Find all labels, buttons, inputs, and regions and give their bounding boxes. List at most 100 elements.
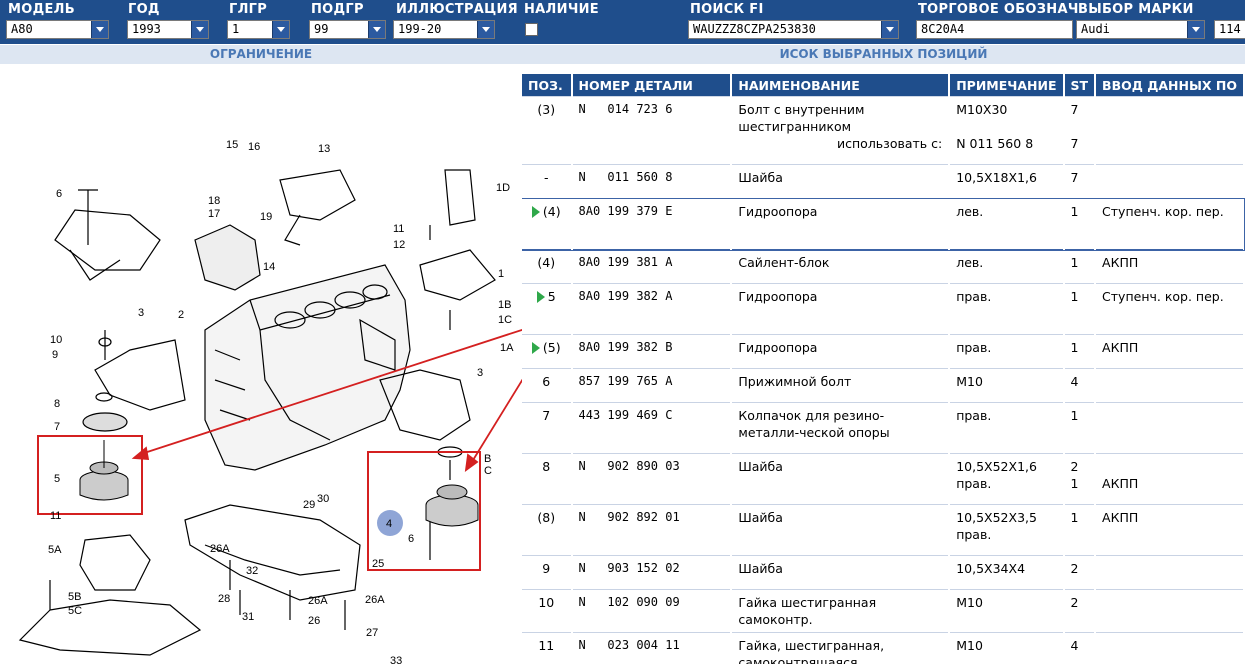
cell-name: Шайба	[731, 504, 951, 556]
chevron-down-icon[interactable]	[91, 21, 108, 38]
model-label: МОДЕЛЬ	[8, 2, 75, 17]
svg-text:1D: 1D	[496, 182, 510, 194]
cell-pos: 6	[522, 368, 573, 403]
sub-group-select[interactable]: 99	[309, 20, 386, 39]
cell-st: 1	[1063, 283, 1097, 335]
year-select[interactable]: 1993	[127, 20, 209, 39]
col-name[interactable]: НАИМЕНОВАНИЕ	[731, 74, 951, 97]
col-position[interactable]: ПОЗ.	[522, 74, 573, 97]
main-group-select[interactable]: 1	[227, 20, 290, 39]
cell-part: 8A0 199 379 E	[571, 198, 733, 250]
extra-value: 114	[1219, 22, 1241, 36]
table-row[interactable]: - N 011 560 8 Шайба 10,5X18X1,6 7	[522, 164, 1245, 199]
svg-text:30: 30	[317, 493, 329, 505]
table-row[interactable]: 6 857 199 765 A Прижимной болт M10 4	[522, 368, 1245, 403]
table-row[interactable]: 8 N 902 890 03 Шайба 10,5X52X1,6 прав. 2…	[522, 453, 1245, 505]
svg-text:16: 16	[248, 141, 260, 153]
svg-text:18: 18	[208, 195, 220, 207]
chevron-down-icon[interactable]	[1187, 21, 1204, 38]
svg-text:5B: 5B	[68, 591, 81, 603]
cell-input: Ступенч. кор. пер.	[1095, 283, 1245, 335]
chevron-down-icon[interactable]	[272, 21, 289, 38]
cell-pos: (4)	[522, 198, 573, 250]
brand-select[interactable]: Audi	[1076, 20, 1205, 39]
cell-input: АКПП	[1095, 453, 1245, 505]
svg-text:7: 7	[54, 421, 60, 433]
trade-designation-input[interactable]: 8C20A4	[916, 20, 1073, 39]
pos-text: (4)	[542, 204, 561, 219]
sub-group-value: 99	[314, 22, 329, 36]
cell-note: прав.	[949, 402, 1065, 454]
search-fi-label: ПОИСК FI	[690, 2, 764, 17]
table-header-row: ПОЗ. НОМЕР ДЕТАЛИ НАИМЕНОВАНИЕ ПРИМЕЧАНИ…	[522, 74, 1245, 97]
chevron-down-icon[interactable]	[368, 21, 385, 38]
table-row[interactable]: 7 443 199 469 C Колпачок для резино-мета…	[522, 402, 1245, 454]
extra-field[interactable]: 114	[1214, 20, 1245, 39]
table-row[interactable]: 9 N 903 152 02 Шайба 10,5X34X4 2	[522, 555, 1245, 590]
illustration-select[interactable]: 199-20	[393, 20, 495, 39]
cell-pos: (3)	[522, 96, 573, 165]
cell-name: Шайба	[731, 164, 951, 199]
play-marker-icon[interactable]	[536, 291, 545, 303]
sub-group-label: ПОДГР	[311, 2, 364, 17]
table-row[interactable]: (5) 8A0 199 382 B Гидроопора прав. 1 АКП…	[522, 334, 1245, 369]
col-note[interactable]: ПРИМЕЧАНИЕ	[949, 74, 1065, 97]
cell-part: N 102 090 09	[571, 589, 733, 633]
brand-value: Audi	[1081, 22, 1110, 36]
col-data-input[interactable]: ВВОД ДАННЫХ ПО	[1095, 74, 1245, 97]
svg-text:10: 10	[50, 334, 62, 346]
cell-pos: (5)	[522, 334, 573, 369]
table-row-selected[interactable]: (4) 8A0 199 379 E Гидроопора лев. 1 Ступ…	[522, 197, 1245, 251]
table-row[interactable]: 5 8A0 199 382 A Гидроопора прав. 1 Ступе…	[522, 283, 1245, 335]
cell-part: N 902 890 03	[571, 453, 733, 505]
cell-st: 4	[1063, 368, 1097, 403]
cell-part: N 023 004 11	[571, 632, 733, 664]
svg-text:13: 13	[318, 143, 330, 155]
table-row[interactable]: (3) N 014 723 6 Болт с внутренним шестиг…	[522, 96, 1245, 165]
col-part-number[interactable]: НОМЕР ДЕТАЛИ	[571, 74, 733, 97]
filter-bar: МОДЕЛЬ A80 ГОД 1993 ГЛГР 1 ПОДГР 99 ИЛЛЮ…	[0, 0, 1245, 44]
svg-text:B: B	[484, 453, 491, 465]
note-text: M10X30	[956, 102, 1008, 117]
cell-part: 443 199 469 C	[571, 402, 733, 454]
svg-text:5A: 5A	[48, 544, 62, 556]
st-text: 7	[1070, 102, 1079, 117]
cell-input: Ступенч. кор. пер.	[1095, 198, 1245, 250]
table-row[interactable]: 11 N 023 004 11 Гайка, шестигранная, сам…	[522, 632, 1245, 664]
svg-text:26A: 26A	[210, 543, 230, 555]
availability-label: НАЛИЧИЕ	[524, 2, 599, 17]
svg-text:1: 1	[498, 268, 504, 280]
chevron-down-icon[interactable]	[881, 21, 898, 38]
illustration-value: 199-20	[398, 22, 442, 36]
svg-text:32: 32	[246, 565, 258, 577]
st-text: 2	[1070, 459, 1079, 474]
play-marker-icon[interactable]	[531, 206, 540, 218]
chevron-down-icon[interactable]	[191, 21, 208, 38]
cell-pos: (4)	[522, 249, 573, 284]
main-group-label: ГЛГР	[229, 2, 268, 17]
illustration-label: ИЛЛЮСТРАЦИЯ	[396, 2, 518, 17]
position-callout[interactable]	[377, 510, 403, 536]
svg-text:28: 28	[218, 593, 230, 605]
cell-input: АКПП	[1095, 334, 1245, 369]
svg-text:29: 29	[303, 499, 315, 511]
chevron-down-icon[interactable]	[477, 21, 494, 38]
table-row[interactable]: (8) N 902 892 01 Шайба 10,5X52X3,5 прав.…	[522, 504, 1245, 556]
col-quantity[interactable]: ST	[1063, 74, 1097, 97]
search-fi-select[interactable]: WAUZZZ8CZPA253830	[688, 20, 899, 39]
cell-pos: 11	[522, 632, 573, 664]
svg-text:C: C	[484, 465, 492, 477]
cell-note: 10,5X18X1,6	[949, 164, 1065, 199]
play-marker-icon[interactable]	[531, 342, 540, 354]
table-row[interactable]: 10 N 102 090 09 Гайка шестигранная самок…	[522, 589, 1245, 633]
table-row[interactable]: (4) 8A0 199 381 A Сайлент-блок лев. 1 АК…	[522, 249, 1245, 284]
svg-text:3: 3	[138, 307, 144, 319]
cell-pos: (8)	[522, 504, 573, 556]
availability-checkbox[interactable]	[525, 23, 538, 36]
model-select[interactable]: A80	[6, 20, 109, 39]
cell-st: 1	[1063, 504, 1097, 556]
svg-text:11: 11	[50, 510, 61, 522]
